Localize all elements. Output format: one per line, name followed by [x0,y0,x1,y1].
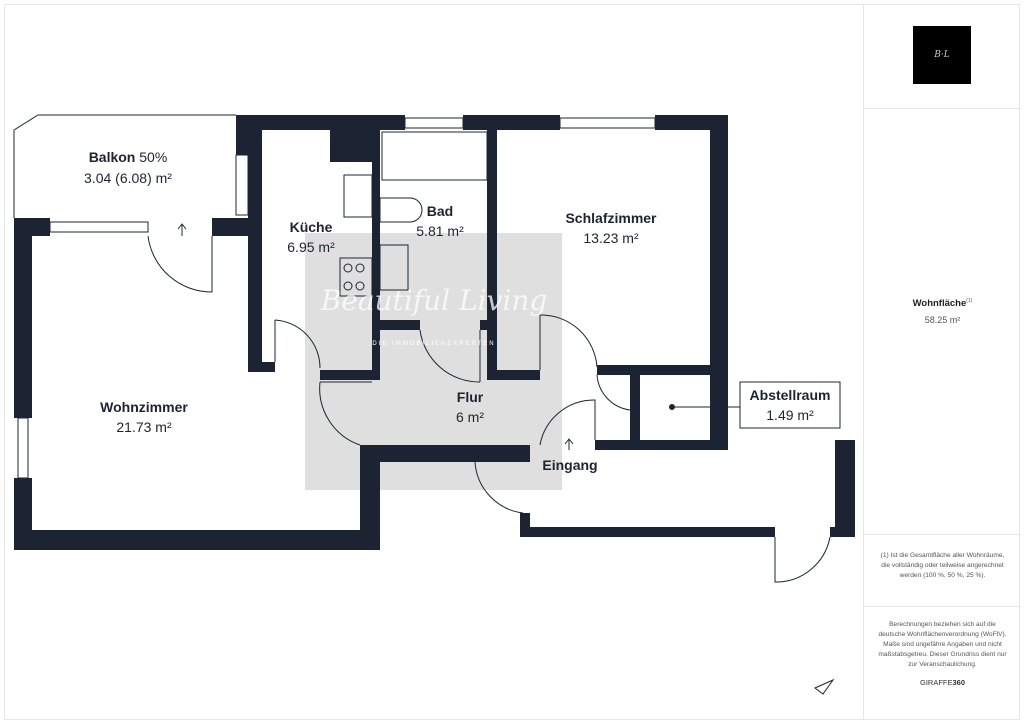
disclaimer-text: Berechnungen beziehen sich auf die deuts… [878,621,1007,668]
logo-section: B·L [864,4,1021,109]
room-area-abstellraum: 1.49 m² [766,407,814,423]
room-area-balkon: 3.04 (6.08) m² [84,170,172,186]
room-name-flur: Flur [457,389,484,405]
footnote-section: (1) Ist die Gesamtfläche aller Wohnräume… [864,534,1021,607]
room-name-eingang: Eingang [542,457,597,473]
compass-icon [814,678,835,695]
thin-lines [13,114,831,583]
giraffe360-brand: GIRAFFE360 [864,678,1021,687]
room-area-bad: 5.81 m² [416,223,464,239]
room-name-kueche: Küche [290,219,333,235]
wohnflaeche-label: Wohnfläche [912,298,967,309]
abstellraum-marker [669,404,675,410]
room-name-abstellraum: Abstellraum [750,387,831,403]
room-area-wohnzimmer: 21.73 m² [116,419,172,435]
room-area-flur: 6 m² [456,409,484,425]
wohnflaeche-value: 58.25 m² [924,315,961,325]
brand-part-a: GIRAFFE [919,678,953,687]
wohnflaeche-footnote-ref: (1) [966,298,973,304]
brand-logo: B·L [913,26,971,84]
svg-text:Balkon 50%: Balkon 50% [89,149,168,165]
room-area-schlafzimmer: 13.23 m² [583,230,639,246]
room-area-kueche: 6.95 m² [287,239,335,255]
room-name-balkon: Balkon [89,149,136,165]
abstellraum-label-box [739,381,841,429]
walls [14,115,855,550]
disclaimer-section: Berechnungen beziehen sich auf die deuts… [864,606,1021,720]
area-section: Wohnfläche(1) 58.25 m² [864,108,1021,535]
room-name-wohnzimmer: Wohnzimmer [100,399,188,415]
balkon-percent: 50% [139,149,167,165]
page-frame [4,4,1020,720]
info-sidebar: B·L Wohnfläche(1) 58.25 m² (1) Ist die G… [863,4,1021,720]
brand-part-b: 360 [952,678,966,687]
room-name-schlafzimmer: Schlafzimmer [565,210,657,226]
room-name-bad: Bad [427,203,453,219]
watermark-tagline: DIE IMMOBILIENEXPERTEN [372,341,495,347]
footnote-text: (1) Ist die Gesamtfläche aller Wohnräume… [880,552,1005,579]
watermark-text: Beautiful Living [320,284,548,317]
